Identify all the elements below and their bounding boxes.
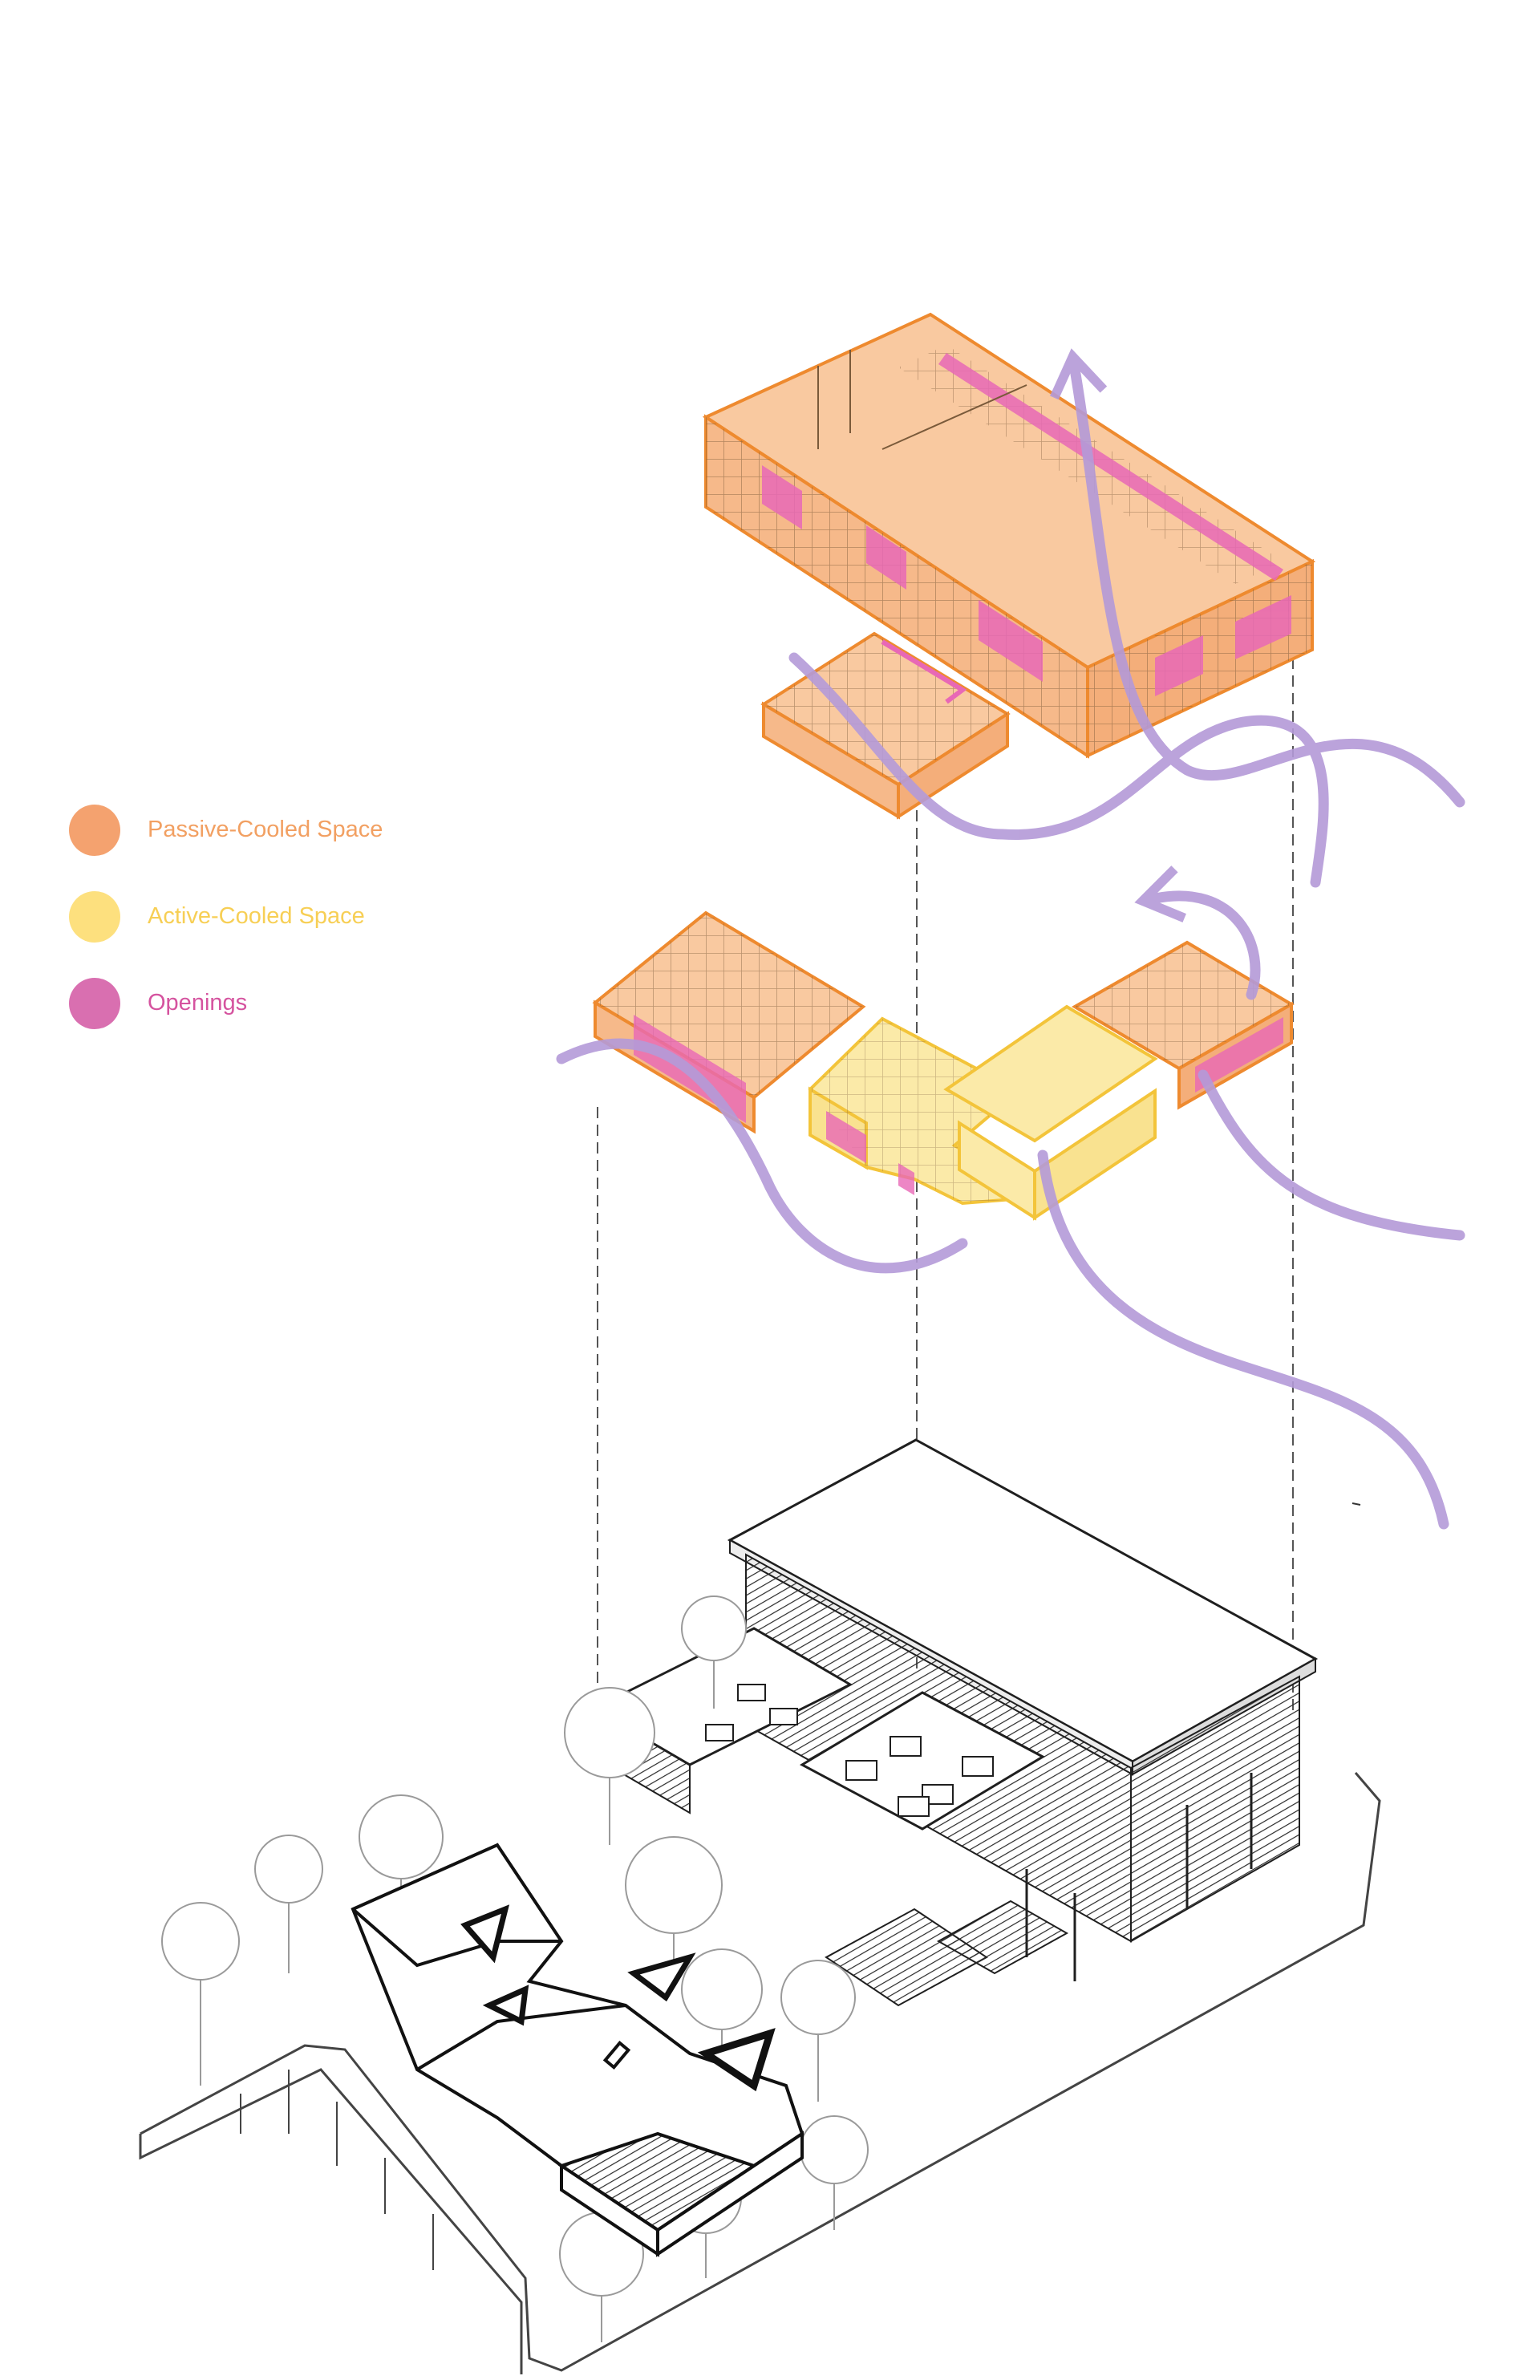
openings-label: Openings: [148, 990, 248, 1016]
upper-floor-small-block: [760, 631, 1011, 820]
pavilion: [351, 1843, 804, 2257]
site-trees: [161, 1595, 869, 2342]
upper-floor-main-block: [702, 312, 1316, 759]
middle-floor-right-block: [943, 940, 1295, 1221]
openings-swatch: [69, 978, 120, 1029]
passive-cooled-label: Passive-Cooled Space: [148, 817, 383, 842]
active-cooled-label: Active-Cooled Space: [148, 903, 365, 929]
upper-floor-main-openings: [762, 353, 1291, 696]
middle-floor-active-block: [808, 1016, 1048, 1206]
site-plinth: [139, 1772, 1381, 2374]
airflow-arrows: [556, 348, 1465, 1530]
active-cooled-swatch: [69, 891, 120, 943]
passive-cooled-swatch: [69, 805, 120, 856]
middle-floor-left-block: [592, 910, 866, 1134]
